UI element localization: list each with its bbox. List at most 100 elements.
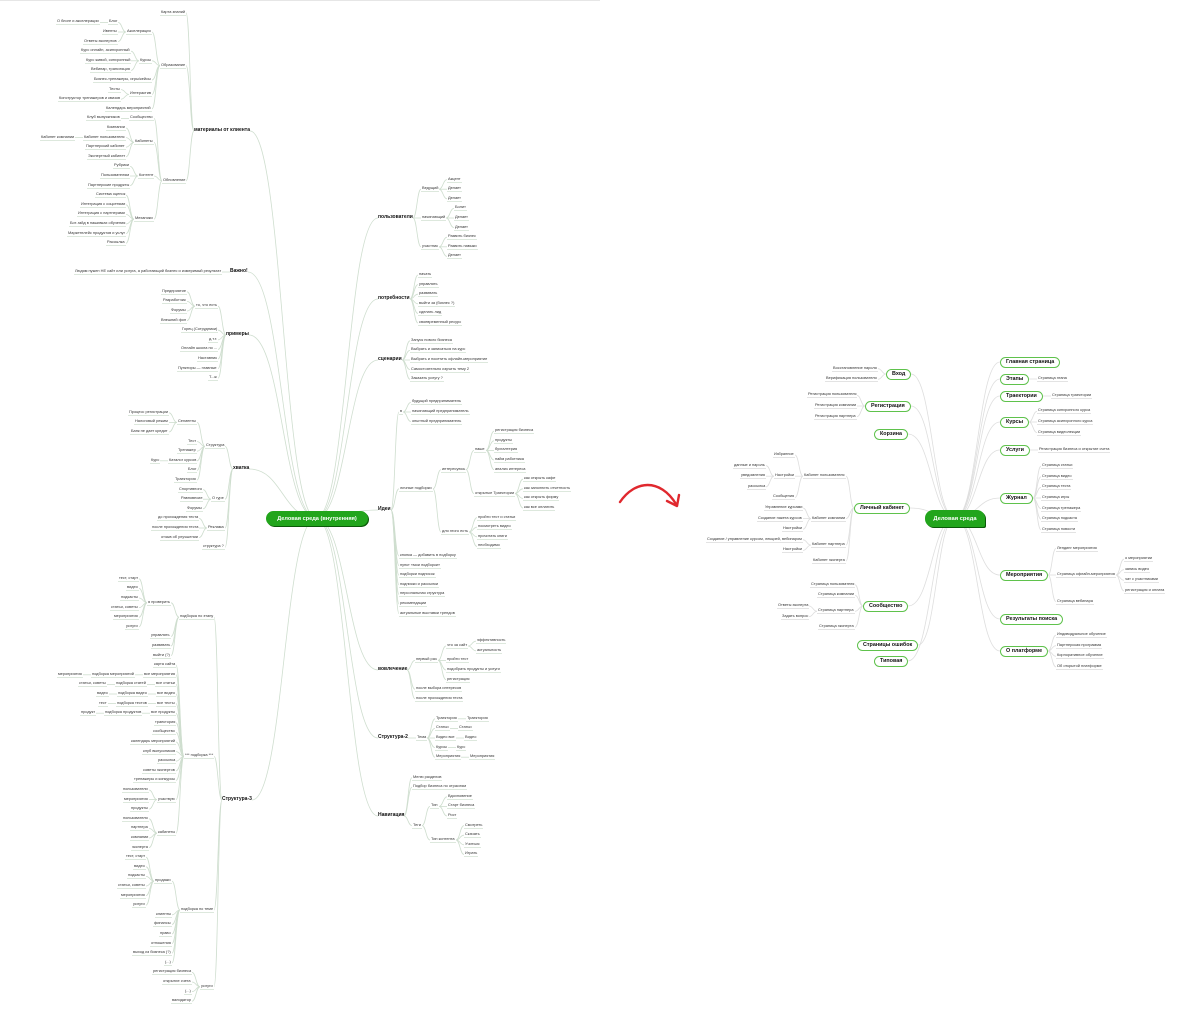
topic-node[interactable]: Каталог курсов [168,457,198,464]
topic-node[interactable]: подборка по этапу [179,613,215,621]
topic-node[interactable]: Страница партнера [817,608,855,615]
topic-node[interactable]: Тема [416,734,428,742]
topic-node[interactable]: бухгалтерия [494,447,519,454]
topic-node[interactable]: Т...ж [208,374,218,382]
branch-node[interactable]: Структура-3 [222,796,252,802]
topic-node[interactable]: Самостоятельно изучить тему 2 [410,366,471,373]
topic-node[interactable]: Верификация пользователя [825,376,878,383]
topic-node[interactable]: Избранное [773,451,795,459]
topic-node[interactable]: Страница тренажера [1041,505,1082,512]
topic-node[interactable]: Реклама [207,524,225,532]
topic-node[interactable]: мероприятия [57,671,83,678]
topic-node[interactable]: открытие счета [162,978,192,986]
branch-node[interactable]: Курсы [1000,416,1030,428]
topic-node[interactable]: персональная структура [399,591,446,598]
topic-node[interactable]: право [159,930,172,938]
topic-node[interactable]: компании [130,834,150,842]
topic-node[interactable]: Страница траектории [1051,392,1093,400]
topic-node[interactable]: клиенты [155,911,173,918]
topic-node[interactable]: советы экспертов [142,767,176,774]
branch-node[interactable]: потребности [378,295,410,301]
topic-node[interactable]: развивать [418,290,439,298]
topic-node[interactable]: все мероприятия [143,671,176,678]
topic-node[interactable]: пункт «мои подборки» [399,562,442,569]
topic-node[interactable]: Смотреть [464,822,484,829]
topic-node[interactable]: Кабинет компании [811,515,847,522]
topic-node[interactable]: д.т.т. [208,336,219,343]
topic-node[interactable]: Интерактив [129,91,152,98]
topic-node[interactable]: Сообщество [129,115,154,122]
topic-node[interactable]: Траектория [435,715,458,722]
topic-node[interactable]: для этого есть [441,528,470,536]
topic-node[interactable]: Горец (Сотрудники) [181,326,219,334]
topic-node[interactable]: Мероприятия [469,753,496,761]
topic-node[interactable]: Тесты [108,86,121,93]
branch-node[interactable]: вовлечение [378,666,408,672]
topic-node[interactable]: посмотреть видео [477,523,512,531]
branch-node[interactable]: Навигация [378,812,405,818]
topic-node[interactable]: сообщество [152,729,176,736]
topic-node[interactable]: Делает [447,195,462,202]
topic-node[interactable]: регистрация бизнеса [494,427,535,435]
topic-node[interactable]: видео [96,690,109,698]
topic-node[interactable]: Партнерский кабинет [85,143,126,151]
topic-node[interactable]: Курс живой, синхронный [85,57,132,64]
topic-node[interactable]: Об открытой платформе [1056,663,1103,670]
topic-node[interactable]: тест, старт [125,853,147,861]
topic-node[interactable]: Меню разделов [412,774,443,781]
topic-node[interactable]: первый раз [415,657,438,664]
topic-node[interactable]: Предприятие [161,288,187,295]
topic-node[interactable]: О гуре [211,495,225,503]
central-topic[interactable]: Деловая среда [925,510,985,527]
topic-node[interactable]: Страница подкаста [1041,515,1078,523]
topic-node[interactable]: регистрация [446,676,471,683]
topic-node[interactable]: участвую [157,796,176,803]
branch-node[interactable]: хватка [233,465,250,471]
topic-node[interactable]: Образование [160,62,187,69]
topic-node[interactable]: Курсы [435,744,449,751]
topic-node[interactable]: (...) [184,988,192,995]
topic-node[interactable]: пользователя [122,815,149,822]
topic-node[interactable]: участник [421,243,439,250]
topic-node[interactable]: рассылка [747,483,767,490]
topic-node[interactable]: Индивидуальное обучение [1056,631,1107,639]
topic-node[interactable]: после прохождения теста [151,524,200,532]
topic-node[interactable]: Теги [412,822,422,829]
branch-node[interactable]: Журнал [1000,492,1033,504]
topic-node[interactable]: рекомендации [399,600,428,608]
topic-node[interactable]: Страница игры [1041,494,1071,502]
topic-node[interactable]: до прохождения теста [157,515,200,522]
topic-node[interactable]: услуги [125,623,139,630]
topic-node[interactable]: Заказать услугу ? [410,375,444,383]
topic-node[interactable]: статьи, советы [78,681,107,688]
topic-node[interactable]: подобрать продукты и услуги [446,666,501,674]
branch-node[interactable]: Результаты поиска [1000,613,1064,625]
topic-node[interactable]: Страница новости [1041,526,1077,533]
topic-node[interactable]: Конструктор тренажеров и квизов [58,95,122,103]
topic-node[interactable]: Акцент [447,176,462,183]
branch-node[interactable]: Структура-2 [378,734,408,740]
topic-node[interactable]: я проверить [147,599,171,606]
topic-node[interactable]: Страница статьи [1041,462,1074,470]
branch-node[interactable]: Этапы [1000,373,1030,385]
topic-node[interactable]: подборка видео [117,690,148,698]
topic-node[interactable]: запись видео [1124,566,1151,573]
topic-node[interactable]: Страница видеолекции [1037,429,1082,436]
topic-node[interactable]: Процесс регистрации [128,409,169,416]
topic-node[interactable]: продукты [130,805,149,813]
topic-node[interactable]: Ведущий [421,185,440,193]
topic-node[interactable]: Развить навыки [447,243,478,250]
topic-node[interactable]: Контент [138,172,155,180]
branch-node[interactable]: Личный кабинет [854,502,911,514]
topic-node[interactable]: после выбора интересов [415,685,463,693]
topic-node[interactable]: Статьи [458,725,473,732]
topic-node[interactable]: уведомления [740,472,767,480]
topic-node[interactable]: развивать [151,642,172,650]
topic-node[interactable]: о мероприятии [1124,555,1154,563]
branch-node[interactable]: Мероприятия [1000,569,1049,581]
topic-node[interactable]: Курсы [139,57,153,64]
topic-node[interactable]: Делает [447,253,462,260]
topic-node[interactable]: тренажеры и конкурсы [133,777,177,784]
topic-node[interactable]: Рубрики [113,163,131,170]
topic-node[interactable]: подборка продуктов [104,709,143,717]
